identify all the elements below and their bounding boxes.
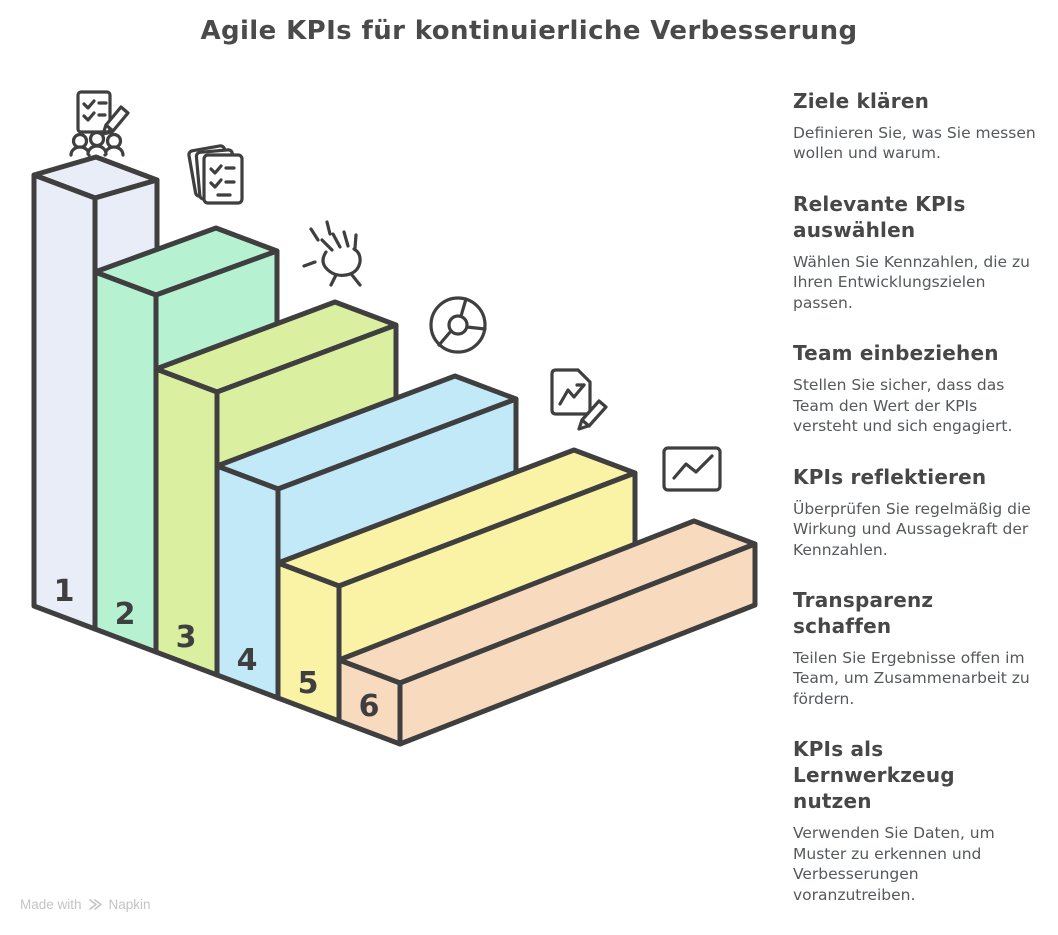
info-block-4: KPIs reflektieren Überprüfen Sie regelmä…	[793, 464, 1038, 560]
checklist-pages-icon	[187, 144, 244, 205]
step6-number: 6	[359, 689, 380, 724]
info-text-2: Wählen Sie Kennzahlen, die zu Ihren Entw…	[793, 252, 1030, 312]
info-text-1: Definieren Sie, was Sie messen wollen un…	[793, 124, 1036, 163]
step5-number: 5	[298, 666, 319, 701]
report-edit-icon	[550, 368, 608, 431]
napkin-logo-icon	[88, 899, 102, 910]
step2-number: 2	[115, 597, 136, 632]
high-five-icon	[302, 220, 362, 287]
info-text-3: Stellen Sie sicher, dass das Team den We…	[793, 376, 1013, 436]
team-checklist-icon	[69, 90, 130, 157]
info-block-5: Transparenz schaffen Teilen Sie Ergebnis…	[793, 587, 1038, 709]
step3-number: 3	[176, 620, 197, 655]
info-heading-1: Ziele klären	[793, 89, 930, 113]
info-text-6: Verwenden Sie Daten, um Muster zu erkenn…	[793, 824, 995, 904]
info-heading-6: KPIs als Lernwerkzeug nutzen	[793, 737, 955, 814]
info-heading-4: KPIs reflektieren	[793, 464, 987, 489]
step2-front-face	[92, 269, 159, 655]
stair-step-6: 6	[336, 518, 758, 747]
info-heading-5: Transparenz schaffen	[793, 587, 934, 638]
info-block-6: KPIs als Lernwerkzeug nutzen Verwenden S…	[793, 736, 1038, 905]
step6-front-face	[336, 657, 403, 747]
step1-number: 1	[54, 574, 75, 609]
info-block-2: Relevante KPIs auswählen Wählen Sie Kenn…	[793, 191, 1038, 313]
wheel-chart-icon	[429, 296, 487, 354]
step1-front-face	[31, 172, 98, 632]
made-with-label: Made with	[20, 897, 82, 912]
info-block-3: Team einbeziehen Stellen Sie sicher, das…	[793, 340, 1038, 436]
info-heading-2: Relevante KPIs auswählen	[793, 191, 966, 242]
info-text-5: Teilen Sie Ergebnisse offen im Team, um …	[793, 648, 1030, 708]
page-title: Agile KPIs für kontinuierliche Verbesser…	[200, 16, 858, 46]
info-text-4: Überprüfen Sie regelmäßig die Wirkung un…	[793, 499, 1031, 559]
step4-number: 4	[237, 643, 258, 678]
trend-chart-icon	[662, 446, 722, 492]
info-heading-3: Team einbeziehen	[793, 341, 999, 366]
info-block-1: Ziele klären Definieren Sie, was Sie mes…	[793, 88, 1038, 164]
step-descriptions-panel: Ziele klären Definieren Sie, was Sie mes…	[793, 88, 1038, 932]
footer: Made with Napkin	[20, 897, 151, 912]
brand-label: Napkin	[108, 897, 151, 912]
